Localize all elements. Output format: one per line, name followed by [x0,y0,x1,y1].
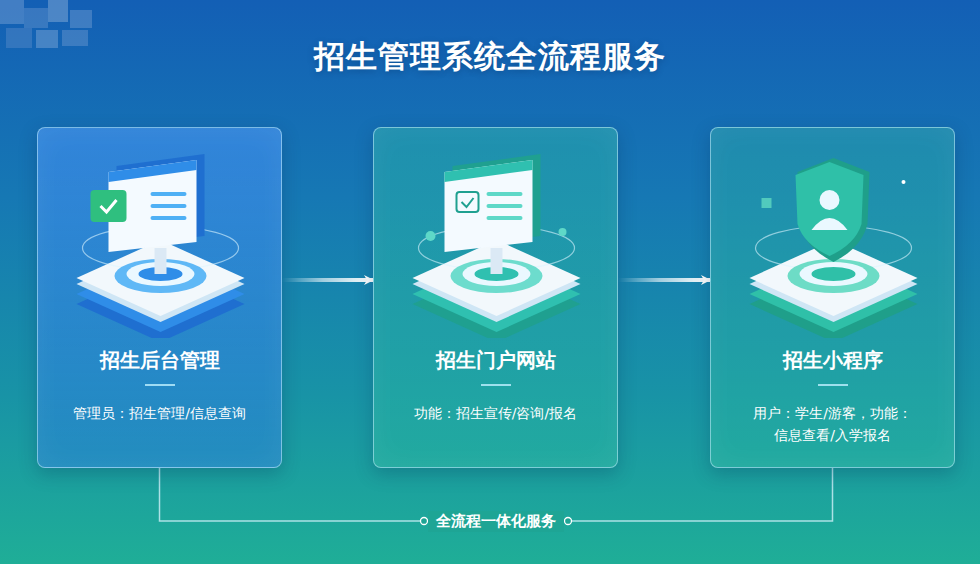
service-card: 招生小程序用户：学生/游客，功能： 信息查看/入学报名 [710,127,955,468]
connector-dot [421,518,428,525]
card-description: 用户：学生/游客，功能： 信息查看/入学报名 [745,402,921,446]
blurred-watermark [0,0,92,48]
heading-divider [481,384,511,386]
card-illustration [38,128,283,338]
card-heading: 招生门户网站 [436,346,556,374]
diagram-title: 招生管理系统全流程服务 [0,36,980,78]
card-text: 招生小程序用户：学生/游客，功能： 信息查看/入学报名 [711,346,954,446]
card-heading: 招生后台管理 [100,346,220,374]
card-text: 招生后台管理管理员：招生管理/信息查询 [38,346,281,424]
service-card: 招生门户网站功能：招生宣传/咨询/报名 [373,127,618,468]
connector-dot [565,518,572,525]
card-heading: 招生小程序 [783,346,883,374]
flow-arrow [618,278,710,282]
card-description: 管理员：招生管理/信息查询 [50,402,270,424]
connector-label: 全流程一体化服务 [428,511,564,532]
heading-divider [818,384,848,386]
heading-divider [145,384,175,386]
card-text: 招生门户网站功能：招生宣传/咨询/报名 [374,346,617,424]
card-illustration [374,128,619,338]
card-illustration [711,128,956,338]
card-description: 功能：招生宣传/咨询/报名 [386,402,606,424]
service-card: 招生后台管理管理员：招生管理/信息查询 [37,127,282,468]
flow-arrow [282,278,373,282]
